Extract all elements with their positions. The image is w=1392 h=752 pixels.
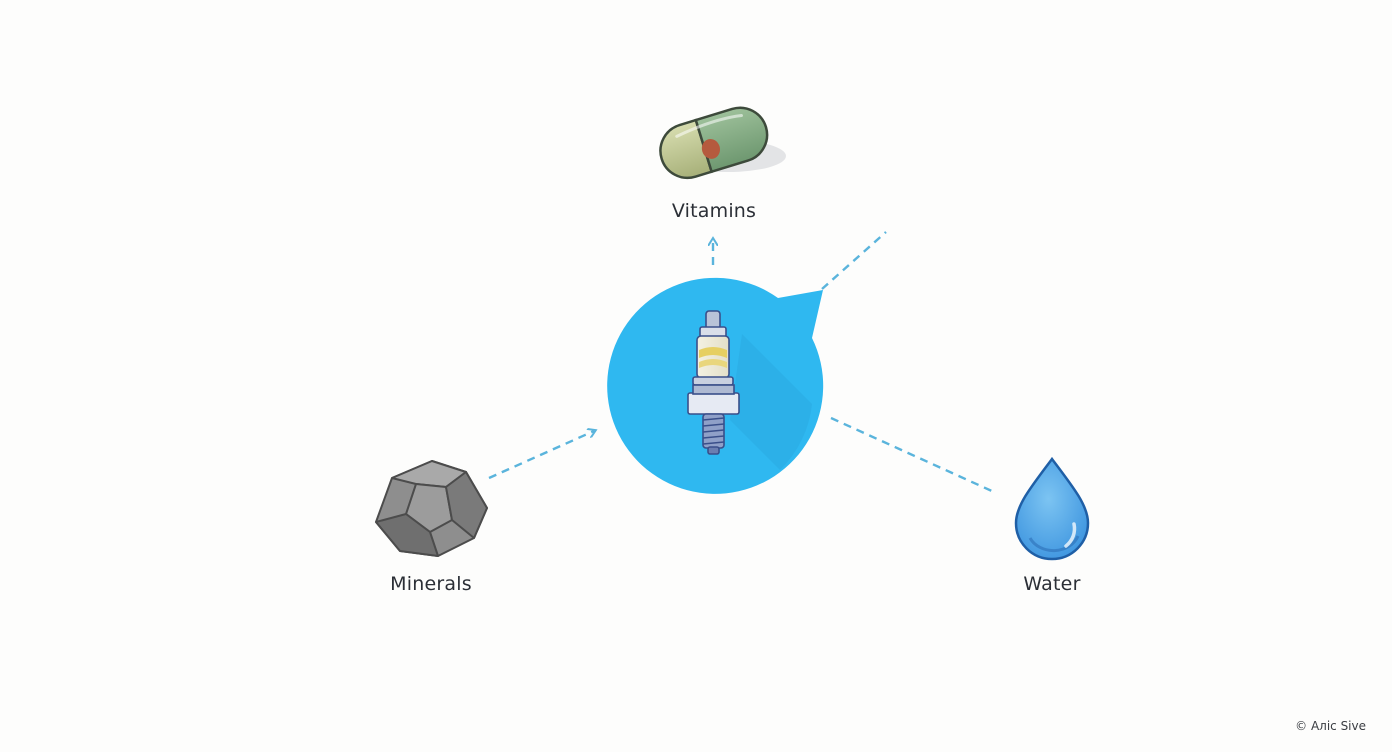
copyright-notice: © Aлic Sive [1295,719,1366,733]
center-bubble-shade [730,334,812,470]
node-label-water: Water [1023,573,1081,595]
node-label-minerals: Minerals [390,573,472,595]
connector-water [830,416,995,494]
water-drop-icon [1014,456,1090,561]
connectors [488,231,995,494]
rock-icon [375,460,488,557]
spark-plug-icon [687,310,740,455]
connector-minerals [488,431,594,480]
node-label-vitamins: Vitamins [671,200,757,222]
capsule-icon [659,106,786,180]
connector-top-right [821,231,887,290]
